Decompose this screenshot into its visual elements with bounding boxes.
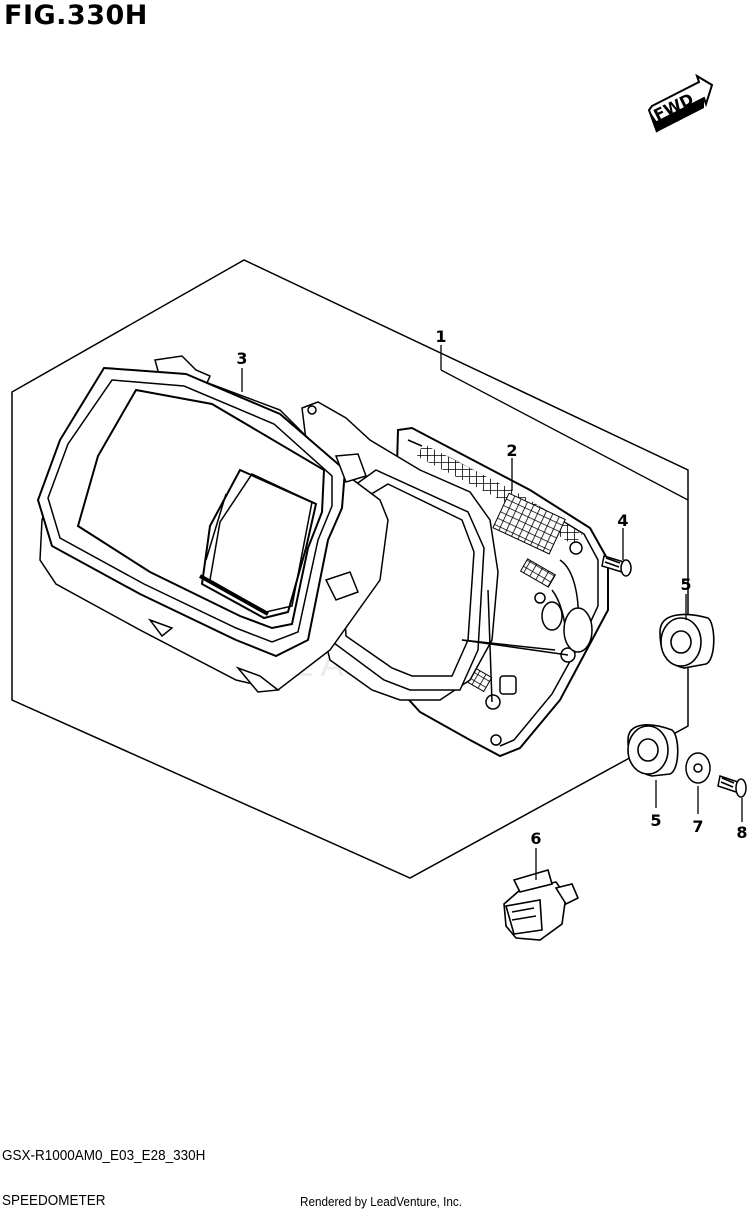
callout-3: 3 bbox=[236, 349, 247, 368]
connector-part-6 bbox=[503, 869, 580, 941]
assembly-boundary bbox=[11, 259, 689, 879]
callout-2: 2 bbox=[506, 441, 517, 460]
grommet-part-5-lower bbox=[627, 724, 679, 777]
bolt-part-8 bbox=[717, 775, 747, 798]
front-cover-part bbox=[36, 355, 389, 693]
figure-title: FIG.330H bbox=[4, 0, 148, 31]
callout-6: 6 bbox=[530, 829, 541, 848]
callout-7: 7 bbox=[692, 817, 703, 836]
callout-5-lower: 5 bbox=[650, 811, 661, 830]
render-credit: Rendered by LeadVenture, Inc. bbox=[300, 1194, 462, 1209]
callout-4: 4 bbox=[617, 511, 628, 530]
leader-lines bbox=[241, 345, 743, 880]
callout-5-upper: 5 bbox=[680, 575, 691, 594]
figure-code: GSX-R1000AM0_E03_E28_330H bbox=[2, 1147, 206, 1164]
screw-part-4 bbox=[601, 555, 632, 577]
grommet-part-5-upper bbox=[659, 613, 715, 669]
figure-name: SPEEDOMETER bbox=[2, 1192, 106, 1209]
washer-part-7 bbox=[685, 752, 711, 784]
callout-1: 1 bbox=[435, 327, 446, 346]
callout-8: 8 bbox=[736, 823, 747, 842]
fwd-arrow-icon: FWD bbox=[647, 73, 714, 133]
